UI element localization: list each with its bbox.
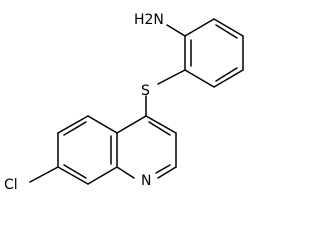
bond [184, 69, 215, 88]
double-bond-inner [63, 164, 87, 179]
bond [87, 166, 118, 185]
double-bond-inner [215, 24, 238, 39]
double-bond-inner [215, 67, 238, 82]
chlorine-label: Cl [4, 177, 18, 193]
double-bond-inner [63, 121, 87, 136]
bond [116, 166, 135, 179]
aniline-ring [184, 18, 244, 88]
bond [157, 166, 177, 179]
chemical-structure: H2N S N Cl [4, 12, 244, 193]
bond [213, 69, 244, 88]
benzo-ring [57, 115, 118, 185]
double-bond-inner [155, 164, 171, 174]
chlorine-bond [29, 166, 59, 183]
sulfur-bond-aryl [157, 69, 186, 85]
bond [116, 115, 147, 134]
bond [87, 115, 118, 134]
bond [145, 115, 177, 134]
amine-label: H2N [134, 12, 164, 28]
nitrogen-label: N [141, 173, 151, 189]
pyridine-ring [116, 115, 177, 179]
bond [184, 18, 215, 37]
amine-bond [166, 24, 186, 37]
sulfur-label: S [141, 83, 150, 99]
bond [57, 115, 89, 134]
bond [213, 18, 244, 37]
bond [57, 166, 89, 185]
double-bond-inner [148, 121, 171, 136]
